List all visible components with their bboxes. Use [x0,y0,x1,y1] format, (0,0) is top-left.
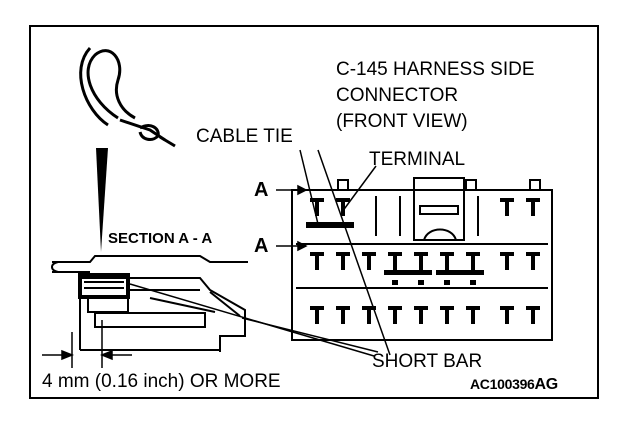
cable-tie-label: CABLE TIE [196,126,293,147]
connector-front-view [291,177,553,341]
figure-code: AC100396AG [470,377,558,393]
section-a-a-view [51,255,248,352]
connector-title-line2: CONNECTOR [336,85,459,106]
figure-code-suffix: AG [534,376,559,393]
dimension-label: 4 mm (0.16 inch) OR MORE [42,371,281,392]
figure-border [29,25,599,399]
short-bar-middle [384,270,484,285]
connector-title-line1: C-145 HARNESS SIDE [336,59,535,80]
dimension-line [42,320,132,368]
terminal-label: TERMINAL [369,149,466,170]
section-marker-top: A [254,179,269,201]
terminal-row-bottom [310,306,540,324]
section-arrows [276,184,308,252]
figure-code-number: AC100396 [470,376,535,392]
section-marker-bottom: A [254,235,269,257]
terminal-row-top [310,198,540,216]
short-bar-label: SHORT BAR [372,351,483,372]
terminal-row-middle [310,252,540,270]
connector-title-line3: (FRONT VIEW) [336,111,468,132]
section-label: SECTION A - A [108,230,213,247]
short-bar-top [306,222,354,228]
leader-lines [129,149,391,357]
cable-tie-illustration [79,46,176,148]
cable-tie-strap [96,148,108,252]
